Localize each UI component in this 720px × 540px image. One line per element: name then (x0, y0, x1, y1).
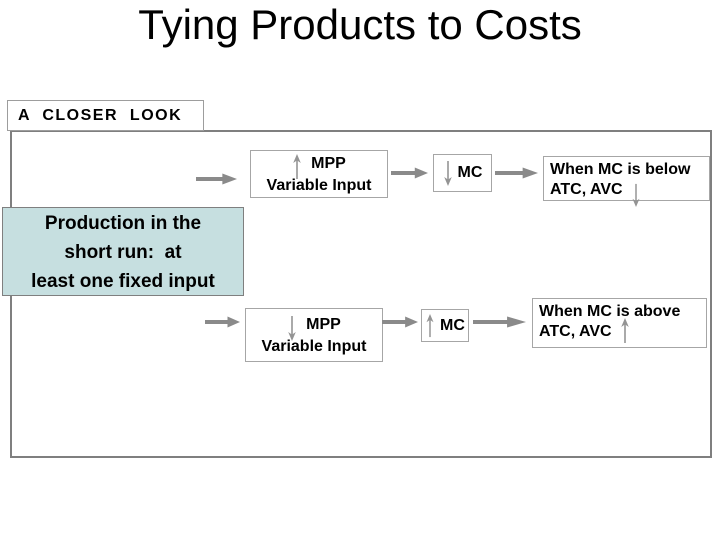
row1-mc-box: MC (433, 154, 492, 192)
result-text: When MC is below (550, 161, 691, 178)
production-line2: short run: at (64, 242, 182, 263)
slide-title: Tying Products to Costs (138, 1, 582, 48)
row2-result-box: When MC is above ATC, AVC (532, 298, 707, 348)
flow-arrow-right-icon (382, 316, 418, 328)
row1-result-box: When MC is below ATC, AVC (543, 156, 710, 207)
atc-avc-label: ATC, AVC (550, 181, 623, 198)
mc-label: MC (457, 164, 483, 181)
production-line3: least one fixed input (31, 271, 215, 292)
down-arrow-icon (443, 161, 452, 186)
up-arrow-icon (293, 154, 301, 179)
variable-input-label: Variable Input (266, 177, 372, 194)
down-arrow-icon (288, 316, 296, 341)
production-line1: Production in the (44, 213, 202, 234)
result-text: When MC is above (539, 303, 681, 320)
atc-avc-label: ATC, AVC (539, 323, 612, 340)
closer-look-box: A CLOSER LOOK (7, 100, 204, 131)
up-arrow-icon (426, 313, 434, 337)
flow-arrow-right-icon (473, 316, 526, 328)
down-arrow-icon (632, 183, 640, 207)
up-arrow-icon (620, 318, 629, 343)
variable-input-label: Variable Input (261, 338, 367, 355)
closer-look-label: A CLOSER LOOK (18, 106, 183, 124)
flow-arrow-right-icon (391, 167, 428, 179)
production-short-run-box: Production in the short run: at least on… (2, 207, 244, 296)
mpp-label: MPP (306, 316, 341, 333)
row1-mpp-box: MPP Variable Input (250, 150, 388, 198)
row2-mpp-box: MPP Variable Input (245, 308, 383, 362)
flow-arrow-right-icon (196, 173, 237, 185)
mc-label: MC (440, 316, 465, 334)
row2-mc-box: MC (421, 309, 469, 342)
flow-arrow-right-icon (205, 316, 240, 328)
mpp-label: MPP (311, 155, 346, 172)
flow-arrow-right-icon (495, 167, 538, 179)
